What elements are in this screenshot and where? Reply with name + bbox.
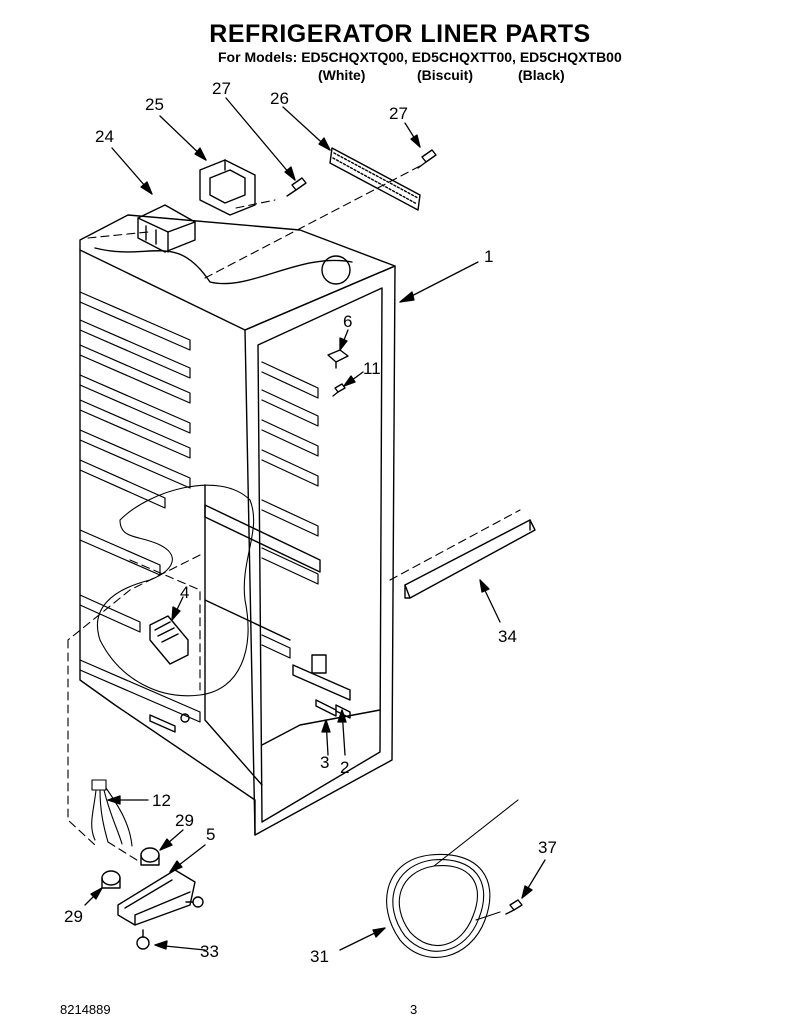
part-33-bulb-upper [185, 896, 204, 908]
part-27-screw-right [417, 149, 437, 169]
callout-37: 37 [538, 838, 557, 857]
callout-26: 26 [270, 89, 289, 108]
part-26-strip [329, 147, 421, 211]
callout-24: 24 [95, 127, 114, 146]
callout-6: 6 [343, 312, 352, 331]
callout-29-upper: 29 [175, 811, 194, 830]
callout-3: 3 [320, 753, 329, 772]
part-6-clip [327, 349, 349, 369]
callout-34: 34 [498, 627, 517, 646]
part-27-screw-left [286, 177, 307, 197]
part-31-tubing-coil [386, 799, 519, 958]
liner-inner-back [204, 484, 263, 786]
callout-29-lower: 29 [64, 907, 83, 926]
part-25-bracket [199, 159, 256, 216]
part-24-control-housing [137, 204, 196, 253]
callout-33: 33 [200, 942, 219, 961]
callout-11: 11 [363, 359, 381, 378]
color-black-label: (Black) [518, 67, 565, 83]
color-biscuit-label: (Biscuit) [417, 67, 473, 83]
doc-number: 8214889 [60, 1002, 111, 1017]
leader-1-arrow [399, 291, 415, 303]
callout-2: 2 [340, 758, 349, 777]
bottom-slot [149, 714, 176, 733]
models-line: For Models: ED5CHQXTQ00, ED5CHQXTT00, ED… [218, 49, 622, 65]
part-37-screw [505, 899, 523, 915]
callout-4: 4 [180, 583, 189, 602]
leader-lines [84, 97, 546, 951]
liner-inner-floor [261, 709, 381, 746]
callout-1: 1 [484, 247, 493, 266]
callout-25: 25 [145, 95, 164, 114]
leader-27-left [225, 97, 296, 181]
small-slot [311, 654, 327, 674]
callout-labels: 1 2 3 4 5 6 11 12 24 25 26 27 27 29 29 3… [64, 79, 557, 966]
page-number: 3 [410, 1002, 418, 1017]
callout-31: 31 [310, 947, 329, 966]
bottom-hole [180, 713, 190, 723]
liner-front-frame [244, 265, 396, 836]
part-3-slot [315, 699, 337, 717]
assembly-lines [67, 165, 521, 863]
callout-27-right: 27 [389, 104, 408, 123]
callout-5: 5 [206, 825, 215, 844]
liner-body [79, 214, 396, 836]
liner-top-opening [321, 255, 351, 285]
liner-top-channel [94, 247, 353, 285]
callout-27-left: 27 [212, 79, 231, 98]
part-4-sensor [149, 615, 189, 665]
front-shelf-ribs [261, 361, 319, 659]
part-29-socket-lower [101, 870, 121, 889]
part-2-slot [335, 704, 351, 719]
color-white-label: (White) [318, 67, 366, 83]
callout-12: 12 [152, 791, 171, 810]
page-title: REFRIGERATOR LINER PARTS [209, 20, 591, 48]
inner-rail [204, 504, 321, 573]
part-11-screw [332, 383, 346, 397]
drain-bracket-outline [292, 664, 351, 701]
part-29-socket-upper [140, 847, 160, 866]
left-shelf-ribs [79, 291, 201, 723]
part-34-cover [404, 519, 536, 599]
wire-harness-loop [96, 484, 255, 697]
part-5-light-housing [117, 869, 196, 926]
part-12-harness [91, 779, 133, 847]
liner-front-inner [257, 287, 383, 823]
part-33-bulb-lower [136, 929, 150, 950]
